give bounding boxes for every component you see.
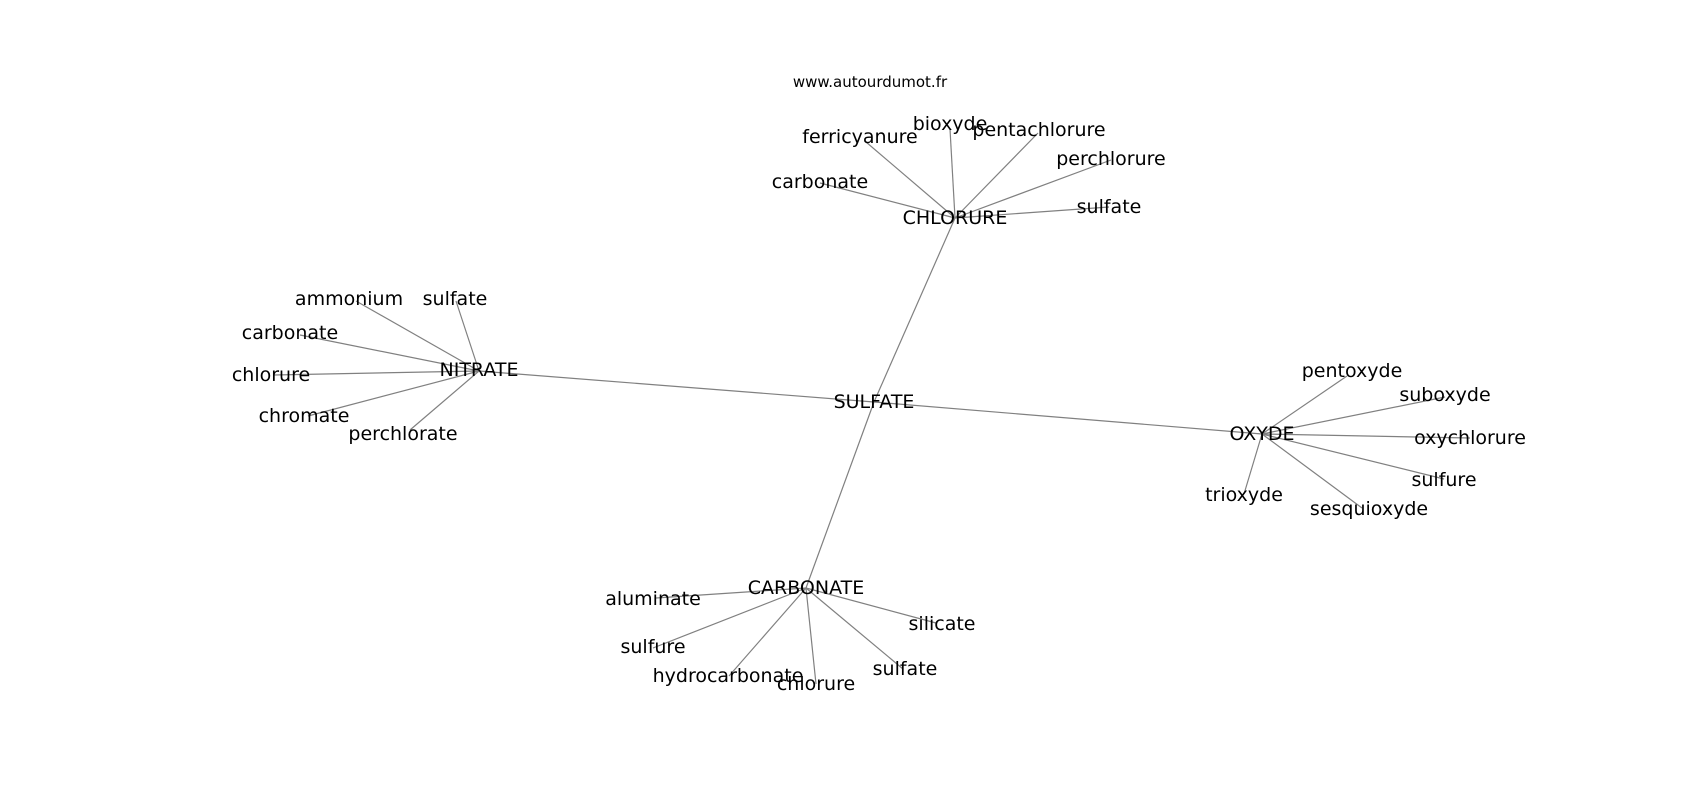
carbonate-child-silicate: silicate bbox=[909, 613, 976, 635]
chlorure-child-perchlorure: perchlorure bbox=[1056, 148, 1165, 170]
edge-carbonate-chlorure bbox=[805, 587, 817, 685]
nitrate-child-chromate: chromate bbox=[259, 405, 350, 427]
center-edges bbox=[478, 217, 1263, 589]
chlorure-child-bioxyde: bioxyde bbox=[913, 113, 988, 135]
edge-chlorure-carbonate bbox=[819, 182, 956, 219]
chlorure-child-ferricyanure: ferricyanure bbox=[802, 126, 917, 148]
hub-node-nitrate: NITRATE bbox=[440, 359, 519, 381]
oxyde-child-suboxyde: suboxyde bbox=[1399, 384, 1490, 406]
oxyde-child-sesquioxyde: sesquioxyde bbox=[1310, 498, 1428, 520]
edge-oxyde-oxychlorure bbox=[1261, 433, 1471, 439]
edge-carbonate-aluminate bbox=[655, 587, 807, 599]
edge-center-carbonate bbox=[805, 401, 875, 589]
site-credit: www.autourdumot.fr bbox=[793, 73, 948, 91]
chlorure-child-carbonate: carbonate bbox=[772, 171, 868, 193]
carbonate-child-chlorure: chlorure bbox=[777, 673, 855, 695]
edge-nitrate-perchlorate bbox=[409, 370, 480, 431]
center-node: SULFATE bbox=[834, 391, 915, 413]
oxyde-edges bbox=[1243, 375, 1471, 509]
edge-nitrate-ammonium bbox=[355, 300, 480, 372]
edge-oxyde-suboxyde bbox=[1261, 396, 1446, 435]
nitrate-child-perchlorate: perchlorate bbox=[348, 423, 457, 445]
edge-nitrate-chlorure bbox=[273, 370, 480, 376]
edge-chlorure-perchlorure bbox=[954, 159, 1112, 219]
edge-carbonate-silicate bbox=[805, 587, 937, 624]
nitrate-edges bbox=[273, 300, 480, 431]
edge-oxyde-pentoxyde bbox=[1261, 375, 1348, 435]
nitrate-child-ammonium: ammonium bbox=[295, 288, 403, 310]
carbonate-child-sulfate: sulfate bbox=[873, 658, 938, 680]
edge-oxyde-sesquioxyde bbox=[1261, 433, 1363, 509]
edge-nitrate-carbonate bbox=[299, 334, 480, 372]
edge-carbonate-hydrocarbonate bbox=[728, 587, 807, 677]
oxyde-child-trioxyde: trioxyde bbox=[1205, 484, 1283, 506]
carbonate-child-hydrocarbonate: hydrocarbonate bbox=[653, 665, 804, 687]
hub-node-carbonate: CARBONATE bbox=[748, 577, 864, 599]
hub-node-chlorure: CHLORURE bbox=[903, 207, 1008, 229]
edge-chlorure-sulfate bbox=[954, 206, 1110, 219]
edge-oxyde-sulfure bbox=[1261, 433, 1445, 480]
edge-center-chlorure bbox=[873, 217, 956, 403]
edge-chlorure-bioxyde bbox=[949, 128, 956, 219]
nitrate-child-sulfate: sulfate bbox=[423, 288, 488, 310]
chlorure-edges bbox=[819, 128, 1112, 219]
oxyde-child-oxychlorure: oxychlorure bbox=[1414, 427, 1526, 449]
carbonate-child-sulfure: sulfure bbox=[620, 636, 685, 658]
oxyde-child-sulfure: sulfure bbox=[1411, 469, 1476, 491]
edge-carbonate-sulfure bbox=[652, 587, 807, 649]
oxyde-child-pentoxyde: pentoxyde bbox=[1302, 360, 1403, 382]
edge-carbonate-sulfate bbox=[805, 587, 904, 670]
edge-center-oxyde bbox=[873, 401, 1263, 435]
edge-chlorure-ferricyanure bbox=[865, 141, 956, 219]
edge-nitrate-chromate bbox=[307, 370, 480, 417]
edge-center-nitrate bbox=[478, 370, 875, 403]
chlorure-child-pentachlorure: pentachlorure bbox=[972, 119, 1105, 141]
edge-nitrate-sulfate bbox=[455, 300, 480, 372]
edge-oxyde-trioxyde bbox=[1243, 433, 1263, 495]
chlorure-child-sulfate: sulfate bbox=[1077, 196, 1142, 218]
nitrate-child-carbonate: carbonate bbox=[242, 322, 338, 344]
hub-node-oxyde: OXYDE bbox=[1230, 423, 1295, 445]
edge-chlorure-pentachlorure bbox=[954, 132, 1039, 219]
carbonate-edges bbox=[652, 587, 937, 685]
carbonate-child-aluminate: aluminate bbox=[605, 588, 701, 610]
nitrate-child-chlorure: chlorure bbox=[232, 364, 310, 386]
